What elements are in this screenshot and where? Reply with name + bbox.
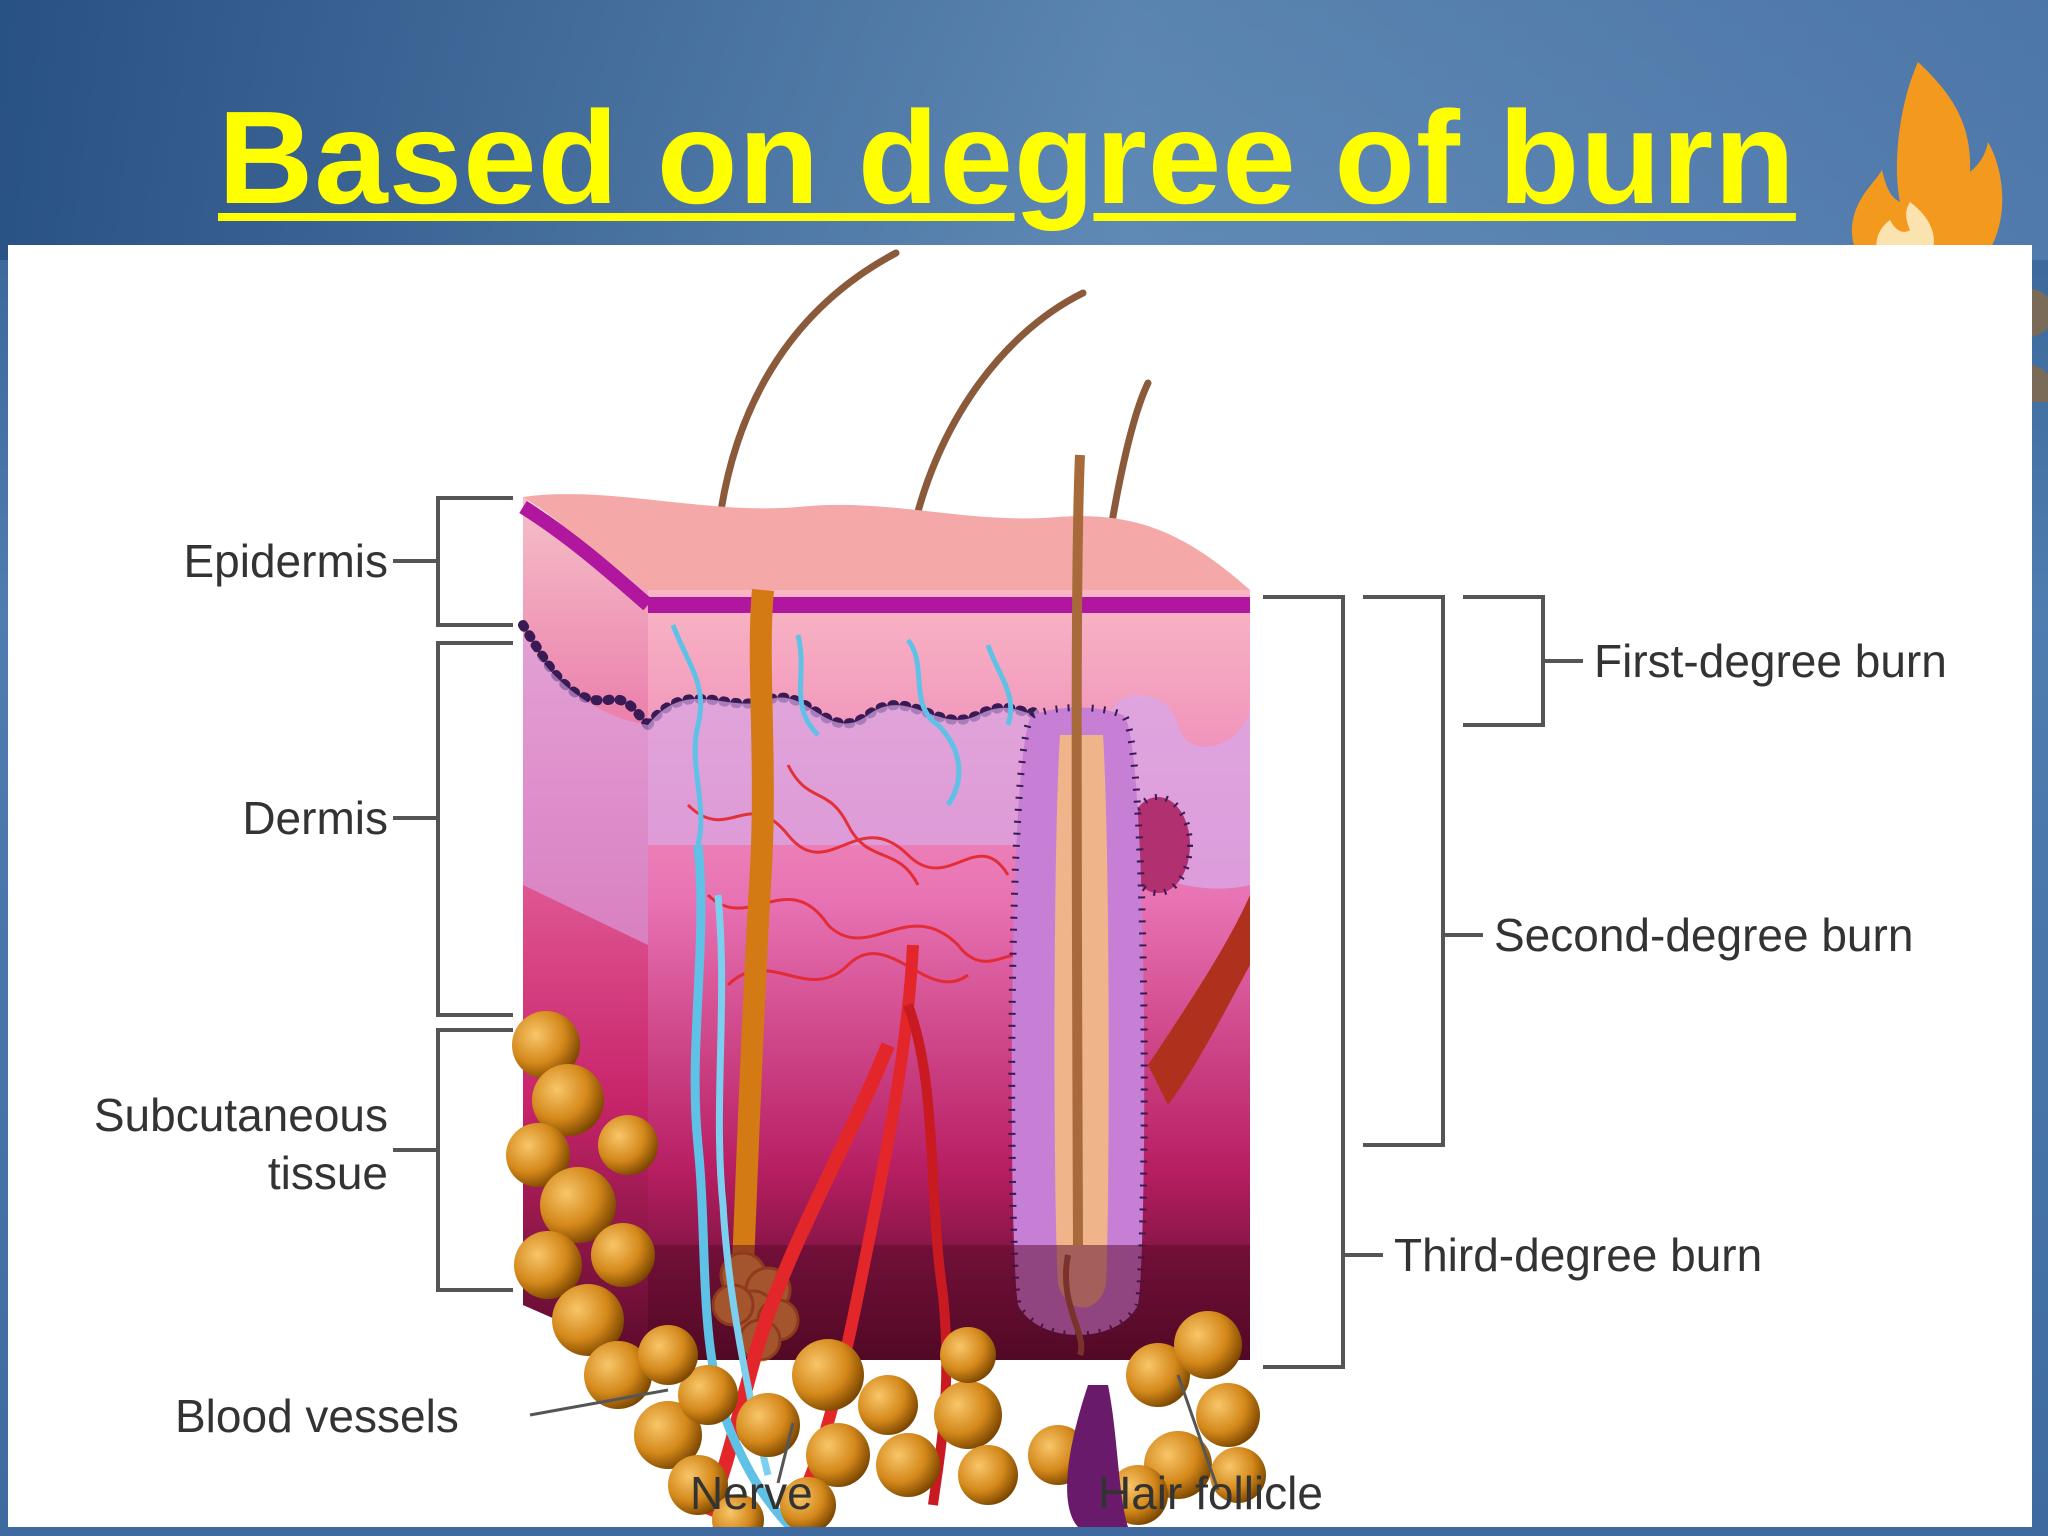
subcutaneous-fat [506, 1011, 1266, 1527]
burn-brackets [1263, 595, 1583, 1369]
label-blood-vessels: Blood vessels [175, 1390, 459, 1442]
diagram-panel: Epidermis Dermis Subcutaneous tissue Fir… [8, 245, 2032, 1527]
slide-header-background [0, 0, 2048, 260]
label-nerve: Nerve [690, 1467, 813, 1519]
skin-cross-section-diagram [393, 249, 1583, 1527]
label-third-degree-burn: Third-degree burn [1394, 1229, 1763, 1281]
slide-title: Based on degree of burn [218, 84, 1796, 231]
label-subcutaneous: Subcutaneous [93, 1089, 388, 1141]
skin-block [506, 454, 1266, 1527]
leader-lines [529, 1374, 1220, 1491]
label-hair-follicle: Hair follicle [1098, 1467, 1323, 1519]
layer-brackets [393, 496, 513, 1292]
label-epidermis: Epidermis [183, 535, 388, 587]
label-dermis: Dermis [242, 792, 388, 844]
label-second-degree-burn: Second-degree burn [1494, 909, 1914, 961]
label-tissue: tissue [267, 1147, 388, 1199]
label-first-degree-burn: First-degree burn [1594, 635, 1947, 687]
